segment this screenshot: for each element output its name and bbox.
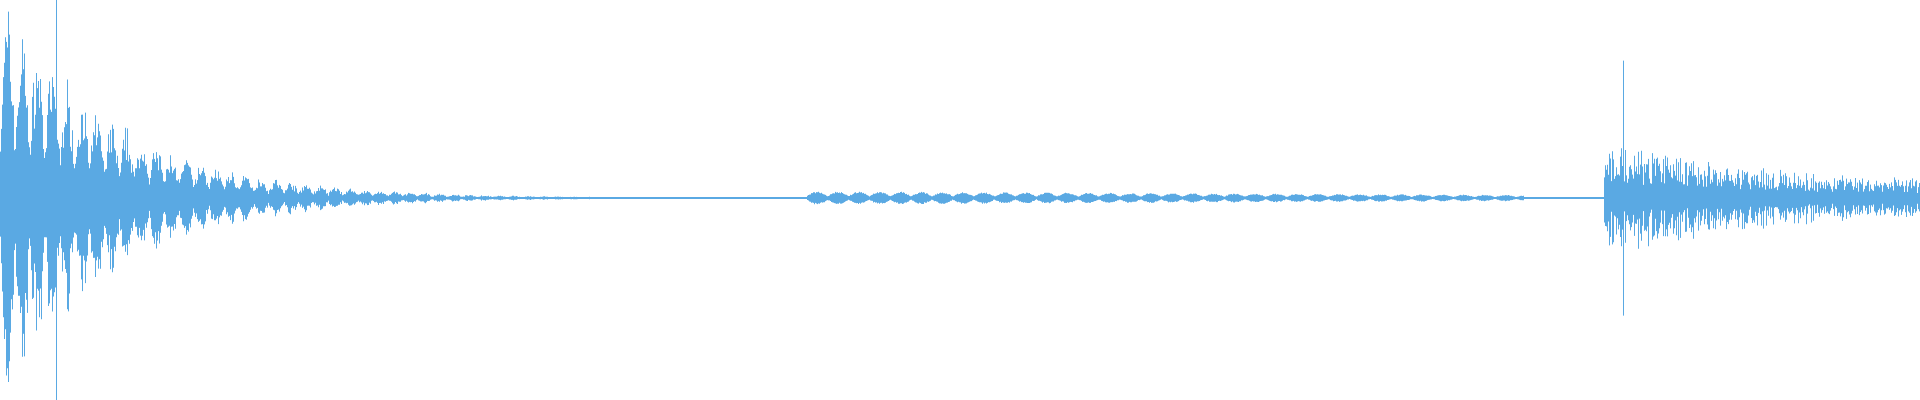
waveform-view[interactable] xyxy=(0,0,1920,400)
waveform-path xyxy=(0,0,1920,400)
waveform-display[interactable] xyxy=(0,0,1920,400)
waveform-samples xyxy=(0,0,1920,400)
